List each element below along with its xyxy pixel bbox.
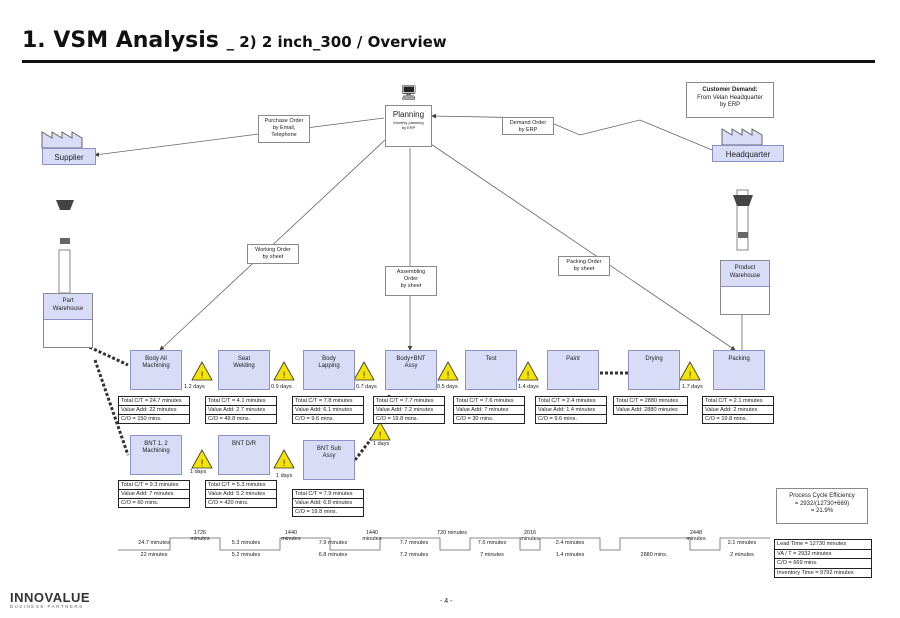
svg-text:!: ! — [362, 371, 366, 381]
timeline-top: 5.3 minutes — [231, 540, 261, 546]
timeline-bottom: 22 minutes — [140, 552, 168, 558]
timeline-bottom: 2880 mins. — [640, 552, 668, 558]
timeline-top: 2016 minutes — [520, 530, 540, 542]
inventory-days: 1.2 days — [184, 384, 205, 390]
svg-text:!: ! — [200, 371, 204, 381]
timeline-top: 1440 minutes — [281, 530, 301, 542]
timeline-bottom: 7.2 minutes — [399, 552, 429, 558]
svg-text:!: ! — [200, 459, 204, 469]
timeline-bottom: 1.4 minutes — [555, 552, 585, 558]
timeline-top: 1726 minutes — [190, 530, 210, 542]
page-title: 1. VSM Analysis _ 2) 2 inch_300 / Overvi… — [22, 28, 447, 53]
svg-text:!: ! — [526, 371, 530, 381]
company-logo-sub: BUSINESS PARTNERS — [10, 604, 84, 609]
timeline-top: 7.6 minutes — [477, 540, 507, 546]
process-packing: Packing — [713, 350, 765, 390]
timeline-top: 24.7 minutes — [138, 540, 170, 546]
timeline-top: 7.7 minutes — [399, 540, 429, 546]
svg-text:!: ! — [282, 371, 286, 381]
process-test: Test — [465, 350, 517, 390]
svg-text:!: ! — [446, 371, 450, 381]
inventory-days: 1 days — [373, 441, 390, 447]
timeline-top: 1440 minutes — [362, 530, 382, 542]
process-cycle-efficiency: Process Cycle Efficiency= 2932/(12730+66… — [776, 488, 868, 524]
inventory-days: 0.7 days — [356, 384, 377, 390]
process-paint: Paint — [547, 350, 599, 390]
inventory-days: 1 days — [276, 473, 293, 479]
svg-text:!: ! — [378, 431, 382, 441]
computer-icon: 🖥 — [400, 84, 418, 100]
company-logo: INNOVALUE — [10, 590, 91, 605]
timeline-bottom: 7 minutes — [480, 552, 504, 558]
page-number: - 4 - — [440, 598, 453, 605]
timeline-bottom: 2 minutes — [730, 552, 754, 558]
inventory-days: 1.7 days — [682, 384, 703, 390]
timeline-top: 2.1 minutes — [727, 540, 757, 546]
process-drying: Drying — [628, 350, 680, 390]
inventory-days: 1 days — [190, 469, 207, 475]
headquarter-box: Headquarter — [712, 145, 784, 162]
inventory-days: 1.4 days — [518, 384, 539, 390]
timeline-bottom: 5.2 minutes — [231, 552, 261, 558]
title-rule — [22, 60, 875, 63]
timeline-top: 7.9 minutes — [318, 540, 348, 546]
svg-text:!: ! — [688, 371, 692, 381]
timeline-top: 2.4 minutes — [555, 540, 585, 546]
planning-box: Planning Monthly planning by ERP — [385, 105, 432, 147]
svg-text:!: ! — [282, 459, 286, 469]
inventory-days: 0.9 days — [271, 384, 292, 390]
supplier-box: Supplier — [42, 148, 96, 165]
customer-demand-box: Customer Demand: From Velan Headquarter … — [686, 82, 774, 118]
process-bnt-dr: BNT D/R — [218, 435, 270, 475]
timeline-top: 720 minutes — [437, 530, 467, 536]
inventory-days: 0.5 days — [437, 384, 458, 390]
timeline-top: 2448 minutes — [686, 530, 706, 542]
timeline-bottom: 6.8 minutes — [318, 552, 348, 558]
page-subtitle: _ 2) 2 inch_300 / Overview — [226, 33, 447, 51]
